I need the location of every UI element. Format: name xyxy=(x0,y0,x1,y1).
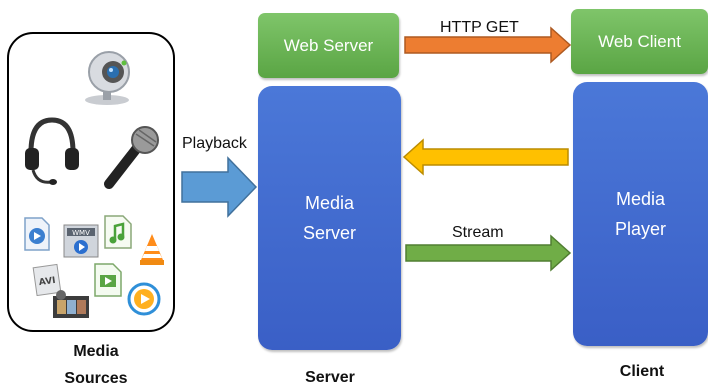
microphone-icon xyxy=(104,126,159,189)
vlc-cone-icon xyxy=(140,234,164,265)
media-sources-caption: Media Sources xyxy=(46,338,146,385)
media-player-node: Media Player xyxy=(573,82,708,346)
headset-icon xyxy=(25,117,79,185)
stream-label: Stream xyxy=(452,224,504,241)
media-sources-box: WMV AVI xyxy=(7,32,175,332)
client-caption: Client xyxy=(619,363,665,380)
media-server-node: Media Server xyxy=(258,86,401,350)
media-sources-caption-line2: Sources xyxy=(64,370,128,385)
web-client-node: Web Client xyxy=(571,9,708,74)
svg-text:WMV: WMV xyxy=(72,229,90,237)
playback-arrow xyxy=(181,156,258,218)
avi-file-icon: AVI xyxy=(32,263,62,296)
media-server-label-line1: Media xyxy=(304,193,355,213)
film-reel-icon xyxy=(53,290,89,318)
media-file-icon xyxy=(24,217,50,251)
video-file-icon xyxy=(94,263,122,297)
playback-label: Playback xyxy=(182,135,247,152)
media-player-label-line1: Media xyxy=(615,189,666,209)
webcam-icon xyxy=(85,51,130,105)
web-client-label: Web Client xyxy=(598,31,681,51)
svg-text:AVI: AVI xyxy=(38,276,56,288)
server-caption: Server xyxy=(305,369,355,385)
http-get-label: HTTP GET xyxy=(440,19,519,36)
return-arrow xyxy=(402,138,569,176)
media-server-label-line2: Server xyxy=(302,223,356,243)
media-sources-caption-line1: Media xyxy=(73,343,119,360)
stream-arrow xyxy=(405,234,572,272)
media-player-icon xyxy=(127,282,161,316)
music-file-icon xyxy=(104,215,132,249)
wmv-file-icon: WMV xyxy=(63,224,99,258)
media-player-label-line2: Player xyxy=(614,219,667,239)
web-server-node: Web Server xyxy=(258,13,399,78)
http-get-arrow xyxy=(404,26,572,64)
web-server-label: Web Server xyxy=(283,35,374,55)
